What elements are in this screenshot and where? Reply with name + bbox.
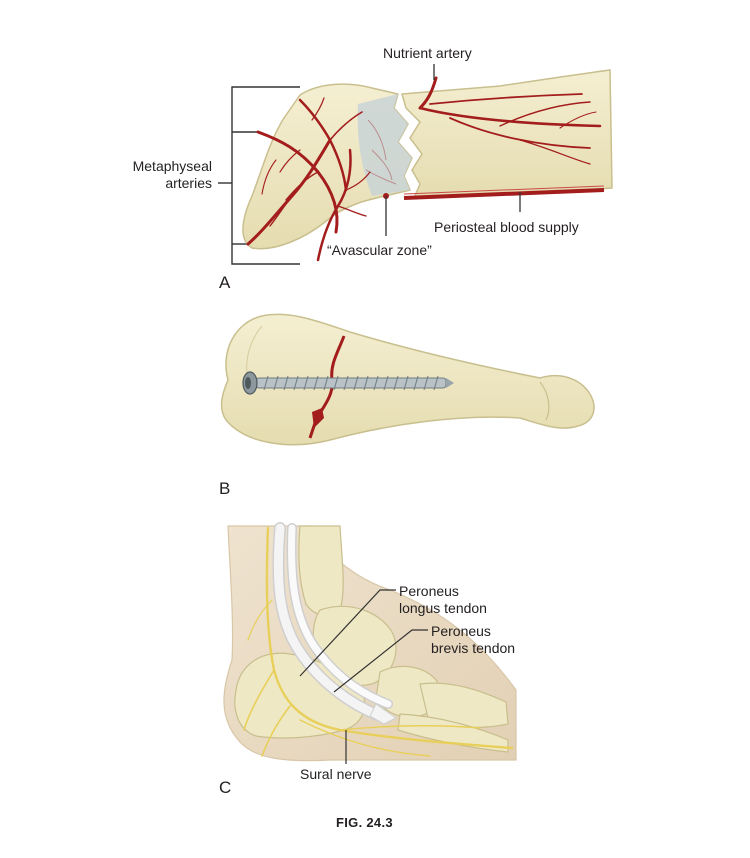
- label-peroneus-brevis-line1: Peroneus: [431, 623, 491, 639]
- label-peroneus-longus-line2: longus tendon: [399, 600, 487, 616]
- panel-c-diagram: [223, 522, 517, 764]
- label-periosteal-blood-supply: Periosteal blood supply: [434, 219, 579, 235]
- panel-a-diagram: [218, 64, 613, 265]
- figure-caption: FIG. 24.3: [336, 815, 393, 830]
- periosteal-vessel: [403, 188, 605, 200]
- sural-nerve: [243, 526, 514, 757]
- label-metaphyseal-line1: Metaphyseal: [132, 158, 212, 174]
- label-nutrient-artery: Nutrient artery: [383, 45, 472, 61]
- label-peroneus-longus-line1: Peroneus: [399, 583, 459, 599]
- panel-letter-c: C: [219, 778, 232, 797]
- panel-letter-b: B: [219, 479, 231, 498]
- label-metaphyseal-line2: arteries: [165, 175, 212, 191]
- metaphyseal-arteries: [246, 97, 371, 262]
- label-peroneus-brevis-line2: brevis tendon: [431, 640, 516, 656]
- panel-b-diagram: [220, 313, 595, 446]
- peroneal-tendons: [272, 522, 397, 725]
- avascular-zone-shading: [357, 94, 412, 196]
- label-sural-nerve: Sural nerve: [300, 766, 372, 782]
- nutrient-artery-vessels: [418, 76, 602, 165]
- intramedullary-screw: [242, 371, 454, 395]
- metaphyseal-bracket: [231, 86, 300, 265]
- label-avascular-zone: “Avascular zone”: [327, 242, 432, 258]
- panel-letter-a: A: [219, 273, 231, 292]
